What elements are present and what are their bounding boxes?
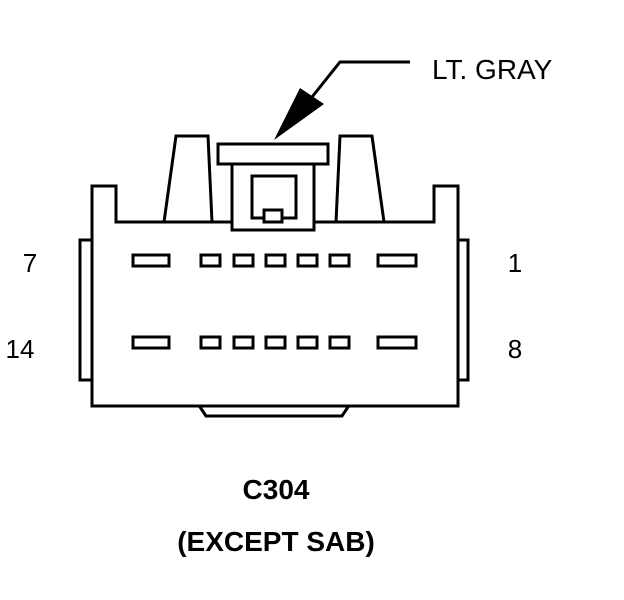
pin-label-bottom-right: 8 bbox=[508, 334, 522, 364]
pin-slot-row2-1 bbox=[131, 335, 171, 350]
pin-slots bbox=[131, 253, 418, 350]
pin-slot-row2-7 bbox=[376, 335, 418, 350]
latch-cap bbox=[216, 142, 330, 166]
housing-main-body bbox=[90, 184, 460, 408]
pin-label-top-right: 1 bbox=[508, 248, 522, 278]
pin-label-top-left: 7 bbox=[23, 248, 37, 278]
pin-slot-row2-5 bbox=[296, 335, 319, 350]
connector-variant: (EXCEPT SAB) bbox=[177, 526, 375, 557]
housing-right-tab bbox=[334, 134, 386, 224]
pin-slot-row1-5 bbox=[296, 253, 319, 268]
pin-slot-row2-4 bbox=[264, 335, 287, 350]
pin-slot-row1-7 bbox=[376, 253, 418, 268]
color-leader-arrow bbox=[274, 60, 410, 140]
pin-slot-row1-1 bbox=[131, 253, 171, 268]
pin-label-bottom-left: 14 bbox=[6, 334, 35, 364]
pin-slot-row2-3 bbox=[232, 335, 255, 350]
housing-left-tab bbox=[162, 134, 214, 224]
pin-slot-row1-6 bbox=[328, 253, 351, 268]
pin-slot-row1-4 bbox=[264, 253, 287, 268]
latch-window bbox=[262, 208, 284, 224]
pin-slot-row1-3 bbox=[232, 253, 255, 268]
pin-slot-row2-6 bbox=[328, 335, 351, 350]
pin-slot-row2-2 bbox=[199, 335, 222, 350]
color-label: LT. GRAY bbox=[432, 54, 553, 85]
pin-slot-row1-2 bbox=[199, 253, 222, 268]
connector-id: C304 bbox=[243, 474, 310, 505]
connector-housing bbox=[78, 134, 470, 418]
